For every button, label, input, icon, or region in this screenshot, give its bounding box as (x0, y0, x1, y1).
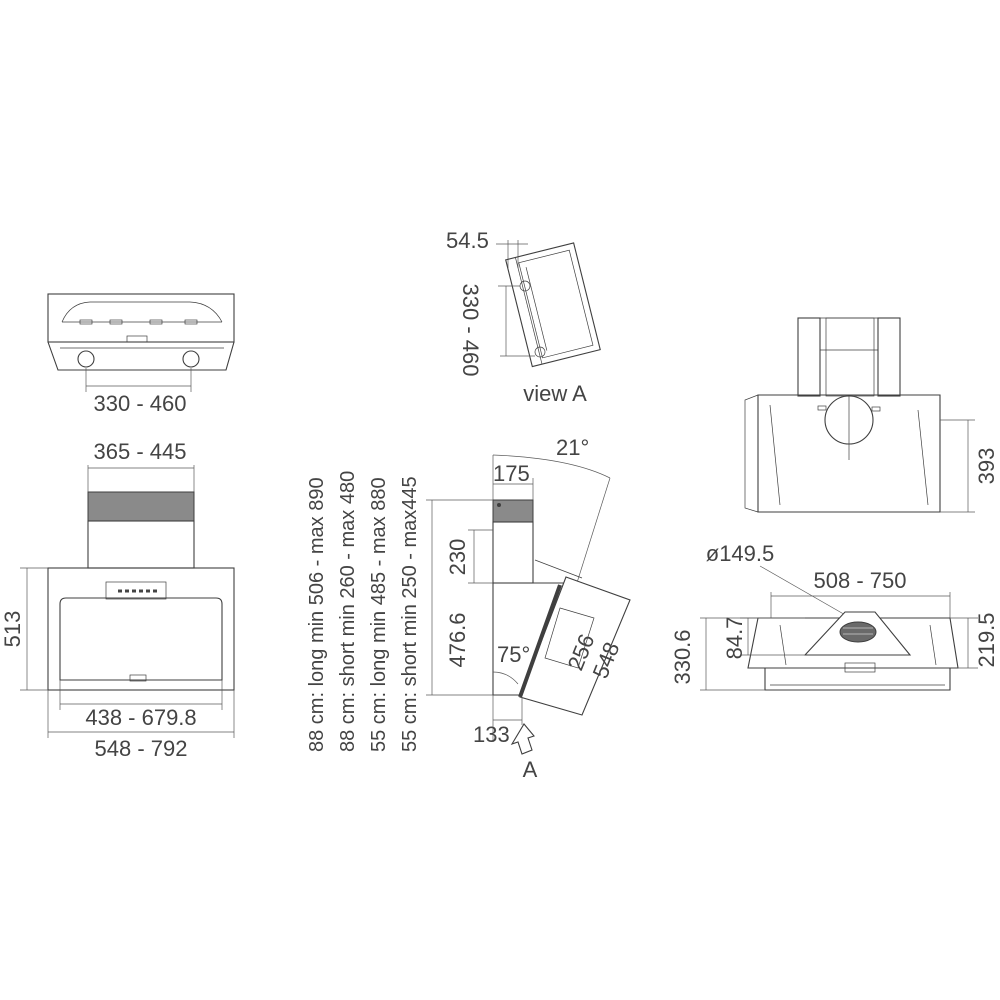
height-left-label: 330.6 (670, 629, 695, 684)
hole-spacing-label: 330 - 460 (458, 284, 483, 377)
side-view: 21° 175 230 476.6 256 548 75° 133 A (426, 435, 631, 782)
arrow-label: A (523, 757, 538, 782)
bottom-depth-label: 133 (473, 722, 510, 747)
inner-width-label: 438 - 679.8 (85, 705, 196, 730)
mount-hole-top (519, 280, 531, 292)
outer-width-label: 548 - 792 (95, 736, 188, 761)
chimney-depth-label: 175 (493, 461, 530, 486)
note-4: 55 cm: short min 250 - max445 (399, 476, 421, 752)
view-direction-arrow (510, 723, 535, 755)
mount-hole-bottom (534, 346, 546, 358)
view-a-caption: view A (523, 381, 587, 406)
chimney-width-label: 365 - 445 (94, 439, 187, 464)
depth-label: 54.5 (446, 228, 489, 253)
top-width-label: 330 - 460 (94, 391, 187, 416)
right-chimney-right (877, 317, 901, 397)
duct-opening (839, 621, 877, 643)
note-2: 88 cm: short min 260 - max 480 (337, 471, 359, 752)
chimney (87, 520, 195, 569)
length-notes: 88 cm: long min 506 - max 890 88 cm: sho… (306, 471, 421, 752)
height-mid-label: 84.7 (722, 617, 747, 660)
duct-hole-left (77, 350, 95, 368)
right-height-label: 393 (974, 448, 999, 485)
front-view: 365 - 445 513 438 - 679.8 548 - 792 (0, 439, 235, 761)
bottom-view: ø149.5 508 - 750 330.6 84.7 219.5 (670, 541, 999, 691)
view-a: 54.5 330 - 460 view A (446, 228, 601, 406)
side-chimney (492, 521, 534, 584)
hood-body (47, 567, 235, 691)
top-view: 330 - 460 (47, 293, 235, 416)
note-1: 88 cm: long min 506 - max 890 (306, 477, 328, 752)
right-chimney-left (797, 317, 821, 397)
duct-hole-right (182, 350, 200, 368)
chimney-height-label: 230 (445, 539, 470, 576)
height-label: 513 (0, 611, 25, 648)
height-right-label: 219.5 (974, 612, 999, 667)
body-height-label: 476.6 (445, 612, 470, 667)
note-3: 55 cm: long min 485 - max 880 (368, 477, 390, 752)
view-a-body (505, 242, 601, 368)
angle-top-label: 21° (556, 435, 589, 460)
chimney-cover (87, 491, 195, 522)
top-view-body (47, 293, 235, 343)
duct-diameter-label: ø149.5 (706, 541, 775, 566)
right-view: 393 (744, 317, 999, 513)
width-range-label: 508 - 750 (814, 568, 907, 593)
angle-bottom-label: 75° (497, 642, 530, 667)
control-panel (105, 581, 167, 600)
